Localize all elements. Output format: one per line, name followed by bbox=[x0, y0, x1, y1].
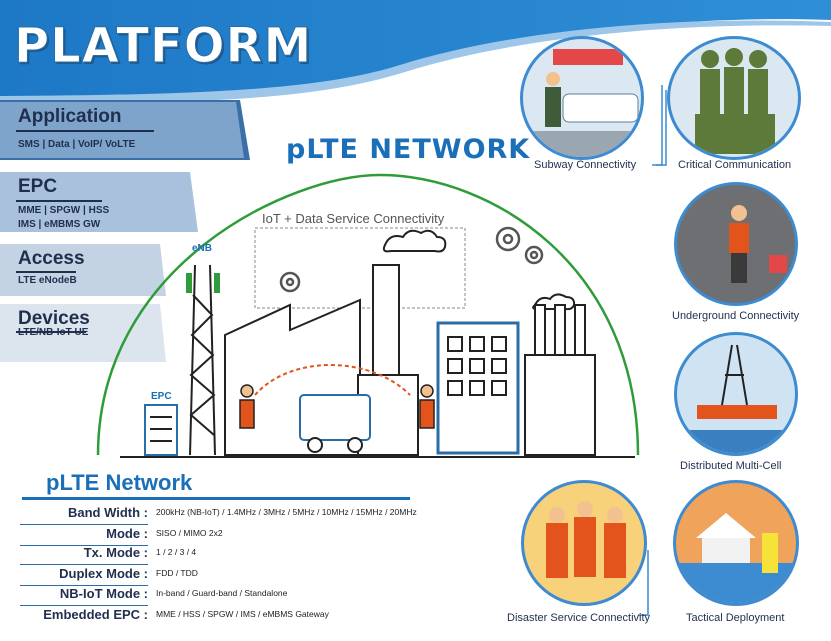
divider bbox=[16, 200, 102, 202]
epc-label: EPC bbox=[151, 391, 172, 402]
page-title: PLATFORM bbox=[13, 18, 313, 75]
connector-lines bbox=[638, 85, 667, 616]
network-title: pLTE NETWORK bbox=[286, 134, 531, 165]
enb-label: eNB bbox=[192, 243, 213, 254]
row-key: Embedded EPC : bbox=[43, 607, 148, 622]
table-row: Duplex Mode : FDD / TDD bbox=[20, 564, 410, 586]
use-case-subway bbox=[520, 36, 644, 160]
row-key: Band Width : bbox=[67, 505, 148, 520]
row-key: Duplex Mode : bbox=[59, 566, 148, 581]
use-case-critical bbox=[667, 36, 801, 160]
row-key: Tx. Mode : bbox=[83, 545, 148, 560]
use-case-label: Underground Connectivity bbox=[672, 310, 800, 322]
use-case-label: Tactical Deployment bbox=[686, 612, 785, 624]
divider bbox=[20, 605, 148, 606]
worker-icon bbox=[239, 384, 435, 429]
oil-rig-icon bbox=[677, 344, 795, 453]
use-case-label: Disaster Service Connectivity bbox=[507, 612, 651, 624]
row-value: FDD / TDD bbox=[156, 568, 198, 578]
iot-label: IoT + Data Service Connectivity bbox=[262, 211, 445, 226]
row-key: Mode : bbox=[106, 526, 148, 541]
use-case-label: Distributed Multi-Cell bbox=[680, 460, 782, 472]
table-row: Tx. Mode : 1 / 2 / 3 / 4 bbox=[20, 543, 410, 565]
network-illustration bbox=[96, 173, 640, 458]
layer-title: Application bbox=[18, 106, 122, 127]
row-value: 1 / 2 / 3 / 4 bbox=[156, 547, 197, 557]
divider bbox=[16, 331, 86, 333]
layer-devices: Devices LTE/NB-IoT UE bbox=[0, 304, 248, 360]
soldiers-icon bbox=[695, 48, 775, 154]
layer-access: Access LTE eNodeB bbox=[0, 244, 248, 294]
layer-items: SMS | Data | VoIP/ VoLTE bbox=[18, 139, 136, 150]
header-banner bbox=[0, 0, 831, 104]
layer-title: Access bbox=[18, 248, 85, 269]
divider bbox=[20, 564, 148, 565]
table-row: Band Width : 200kHz (NB-IoT) / 1.4MHz / … bbox=[20, 503, 417, 525]
miner-icon bbox=[729, 205, 787, 283]
layer-epc: EPC MME | SPGW | HSS IMS | eMBMS GW bbox=[0, 172, 248, 232]
table-row: Mode : SISO / MIMO 2x2 bbox=[20, 524, 410, 546]
row-value: SISO / MIMO 2x2 bbox=[156, 528, 223, 538]
gear-icon bbox=[279, 226, 544, 293]
table-title: pLTE Network bbox=[46, 470, 193, 495]
layer-items: LTE eNodeB bbox=[18, 275, 77, 286]
divider bbox=[20, 585, 148, 586]
layer-items: MME | SPGW | HSS bbox=[18, 205, 110, 216]
row-key: NB-IoT Mode : bbox=[59, 586, 148, 601]
layer-items: LTE/NB-IoT UE bbox=[18, 327, 89, 338]
subway-icon bbox=[523, 49, 641, 157]
use-case-disaster bbox=[521, 480, 647, 606]
use-case-underground bbox=[674, 182, 798, 306]
use-case-tactical bbox=[673, 480, 799, 606]
divider bbox=[16, 271, 76, 273]
use-case-label: Critical Communication bbox=[678, 159, 792, 171]
layer-title: Devices bbox=[18, 308, 90, 329]
table-row: Embedded EPC : MME / HSS / SPGW / IMS / … bbox=[20, 605, 410, 625]
layer-stack-background bbox=[0, 100, 250, 362]
use-case-multicell bbox=[674, 332, 798, 456]
divider bbox=[16, 130, 154, 132]
use-case-label: Subway Connectivity bbox=[534, 159, 637, 171]
row-value: 200kHz (NB-IoT) / 1.4MHz / 3MHz / 5MHz /… bbox=[156, 507, 417, 517]
firefighters-icon bbox=[546, 501, 626, 578]
divider bbox=[20, 545, 148, 546]
row-value: MME / HSS / SPGW / IMS / eMBMS Gateway bbox=[156, 609, 329, 619]
table-title-rule bbox=[22, 497, 410, 500]
divider bbox=[20, 524, 148, 525]
layer-application: Application SMS | Data | VoIP/ VoLTE bbox=[0, 102, 248, 160]
layer-title: EPC bbox=[18, 176, 58, 197]
row-value: In-band / Guard-band / Standalone bbox=[156, 588, 288, 598]
table-row: NB-IoT Mode : In-band / Guard-band / Sta… bbox=[20, 584, 410, 606]
layer-items: IMS | eMBMS GW bbox=[18, 219, 101, 230]
flood-icon bbox=[676, 513, 796, 603]
